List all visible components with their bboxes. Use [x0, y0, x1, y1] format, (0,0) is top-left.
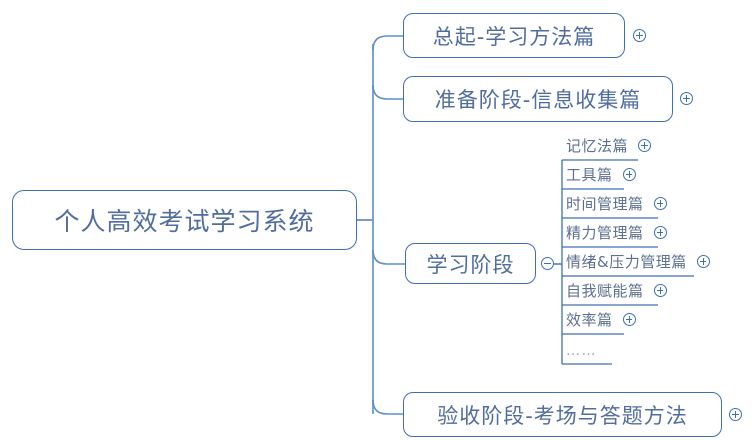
subitem-jiyifa[interactable]: 记忆法篇	[566, 131, 652, 160]
subitem-label: ……	[566, 342, 597, 359]
expand-plus-icon-zongqi[interactable]	[633, 29, 646, 42]
branch-node-label: 验收阶段-考场与答题方法	[437, 403, 688, 428]
branch-node-label: 学习阶段	[426, 252, 515, 277]
subitem-qingxuyalli[interactable]: 情绪&压力管理篇	[566, 247, 710, 276]
expand-plus-icon-jingliguanli[interactable]	[653, 226, 667, 239]
subitem-label: 精力管理篇	[566, 224, 644, 242]
subitem-label: 记忆法篇	[566, 137, 629, 155]
subitem-label: 时间管理篇	[566, 195, 644, 213]
collapse-minus-icon-xuexi[interactable]	[541, 257, 554, 270]
expand-plus-icon-yanshou[interactable]	[729, 408, 742, 421]
expand-plus-icon-ziwofuneng[interactable]	[653, 284, 667, 297]
subitem-label: 工具篇	[566, 166, 613, 184]
subitem-ziwofuneng[interactable]: 自我赋能篇	[566, 276, 667, 305]
branch-node-label: 准备阶段-信息收集篇	[434, 88, 642, 112]
branch-node-zhunbei[interactable]: 准备阶段-信息收集篇	[403, 76, 673, 122]
branch-node-zongqi[interactable]: 总起-学习方法篇	[403, 13, 625, 58]
subitem-shijianguanli[interactable]: 时间管理篇	[566, 189, 667, 218]
subitem-xiaolv[interactable]: 效率篇	[566, 305, 636, 334]
expand-plus-icon-jiyifa[interactable]	[638, 139, 652, 152]
subitem-jingliguanli[interactable]: 精力管理篇	[566, 218, 667, 247]
expand-plus-icon-qingxuyalli[interactable]	[696, 255, 710, 268]
root-node[interactable]: 个人高效考试学习系统	[12, 190, 357, 250]
subitem-label: 效率篇	[566, 311, 613, 329]
branch-node-label: 总起-学习方法篇	[432, 24, 596, 49]
expand-plus-icon-shijianguanli[interactable]	[653, 197, 667, 210]
branch-node-xuexi[interactable]: 学习阶段	[405, 243, 536, 284]
branch-node-yanshou[interactable]: 验收阶段-考场与答题方法	[403, 392, 722, 437]
expand-plus-icon-gongju[interactable]	[622, 168, 636, 181]
root-node-label: 个人高效考试学习系统	[54, 207, 315, 236]
subitem-ellipsis[interactable]: ……	[566, 336, 597, 365]
subitem-label: 自我赋能篇	[566, 282, 644, 300]
expand-plus-icon-zhunbei[interactable]	[680, 92, 693, 105]
subitem-label: 情绪&压力管理篇	[566, 253, 687, 271]
subitem-gongju[interactable]: 工具篇	[566, 160, 636, 189]
expand-plus-icon-xiaolv[interactable]	[622, 313, 636, 326]
